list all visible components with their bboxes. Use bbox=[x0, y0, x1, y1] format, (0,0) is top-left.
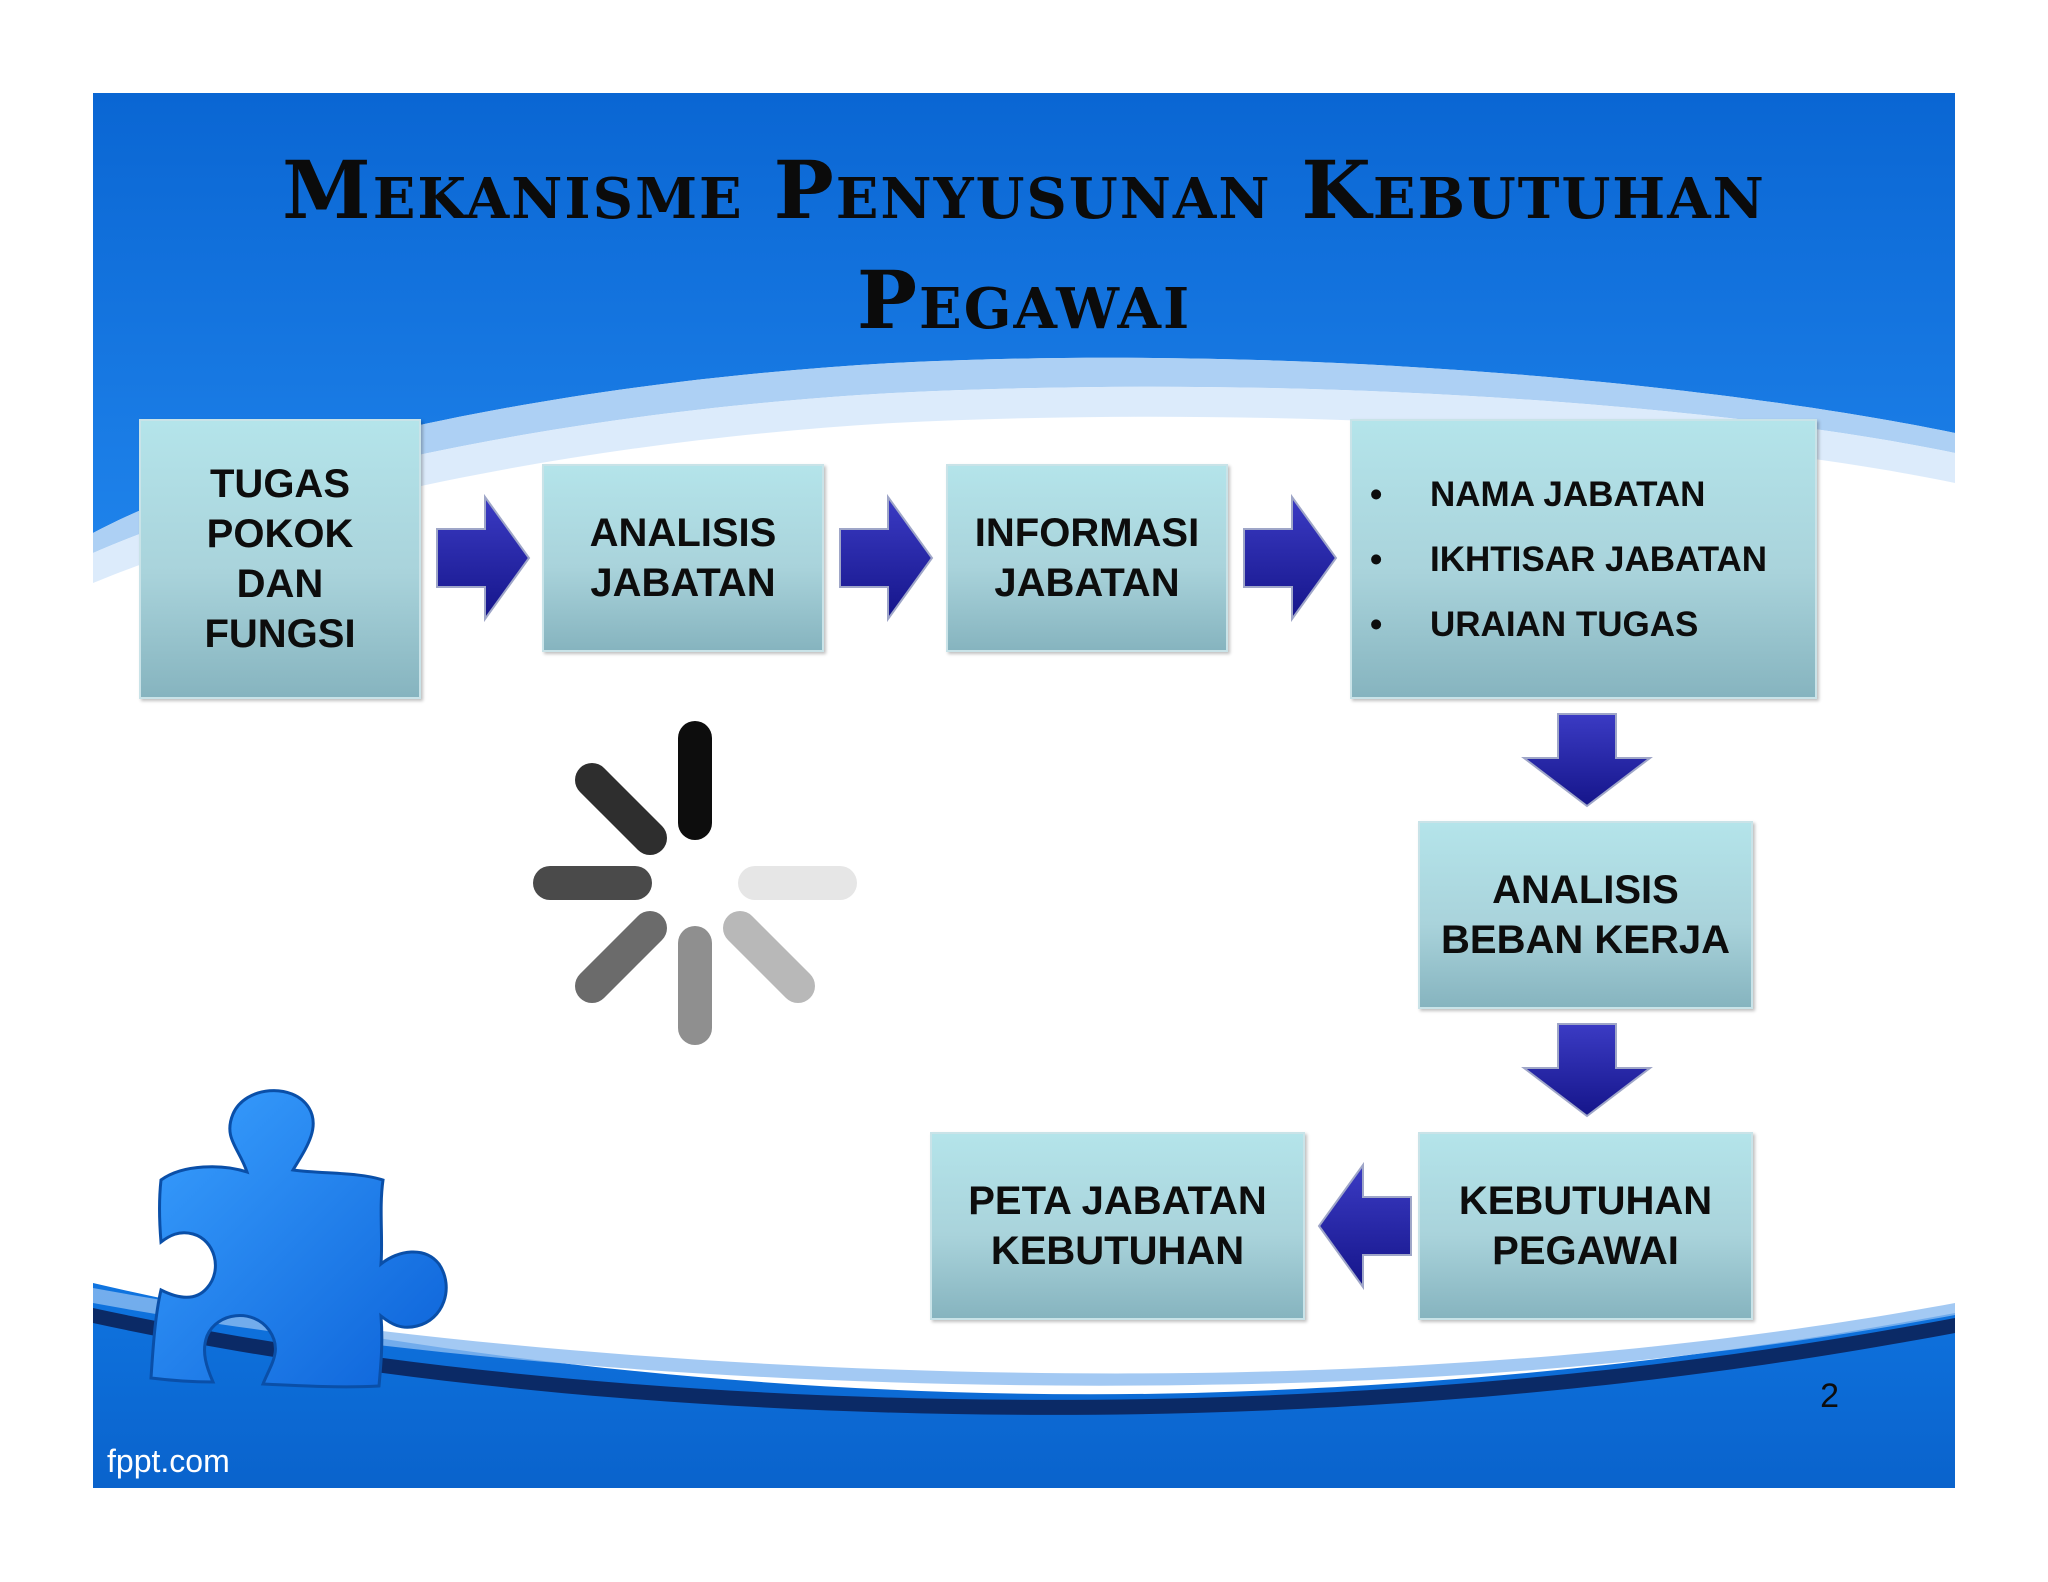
box-jabatan-details: NAMA JABATAN IKHTISAR JABATAN URAIAN TUG… bbox=[1350, 419, 1817, 699]
arrow-right-icon bbox=[1243, 493, 1338, 623]
list-item: URAIAN TUGAS bbox=[1370, 592, 1767, 657]
box-kebutuhan-pegawai: KEBUTUHAN PEGAWAI bbox=[1418, 1132, 1753, 1320]
arrow-right-icon bbox=[839, 493, 934, 623]
list-item: NAMA JABATAN bbox=[1370, 462, 1767, 527]
slide-title: Mekanisme Penyusunan Kebutuhan Pegawai bbox=[93, 135, 1955, 355]
jabatan-details-list: NAMA JABATAN IKHTISAR JABATAN URAIAN TUG… bbox=[1370, 462, 1767, 657]
box-peta-jabatan-label: PETA JABATAN KEBUTUHAN bbox=[968, 1179, 1267, 1273]
list-item: IKHTISAR JABATAN bbox=[1370, 527, 1767, 592]
title-line-2: Pegawai bbox=[856, 253, 1192, 347]
box-informasi-jabatan: INFORMASI JABATAN bbox=[946, 464, 1228, 652]
box-kebutuhan-pegawai-label: KEBUTUHAN PEGAWAI bbox=[1458, 1179, 1713, 1273]
box-analisis-jabatan: ANALISIS JABATAN bbox=[542, 464, 824, 652]
arrow-down-icon bbox=[1521, 713, 1653, 808]
box-analisis-beban-kerja-label: ANALISIS BEBAN KERJA bbox=[1441, 868, 1730, 962]
arrow-left-icon bbox=[1317, 1161, 1412, 1291]
box-analisis-jabatan-label: ANALISIS JABATAN bbox=[589, 511, 777, 605]
box-tugas-pokok-fungsi-label: TUGAS POKOK DAN FUNGSI bbox=[204, 462, 356, 656]
box-tugas-pokok-fungsi: TUGAS POKOK DAN FUNGSI bbox=[139, 419, 421, 699]
slide-background bbox=[93, 93, 1955, 1488]
arrow-right-icon bbox=[436, 493, 531, 623]
box-peta-jabatan: PETA JABATAN KEBUTUHAN bbox=[930, 1132, 1305, 1320]
footer-brand: fppt.com bbox=[107, 1443, 230, 1479]
box-informasi-jabatan-label: INFORMASI JABATAN bbox=[974, 511, 1200, 605]
puzzle-piece-icon bbox=[149, 1089, 448, 1389]
page-number: 2 bbox=[1820, 1377, 1839, 1415]
slide: Mekanisme Penyusunan Kebutuhan Pegawai T… bbox=[93, 93, 1955, 1488]
arrow-down-icon bbox=[1521, 1023, 1653, 1118]
box-analisis-beban-kerja: ANALISIS BEBAN KERJA bbox=[1418, 821, 1753, 1009]
title-line-1: Mekanisme Penyusunan Kebutuhan bbox=[282, 143, 1766, 237]
loading-spinner-icon bbox=[533, 721, 857, 1045]
